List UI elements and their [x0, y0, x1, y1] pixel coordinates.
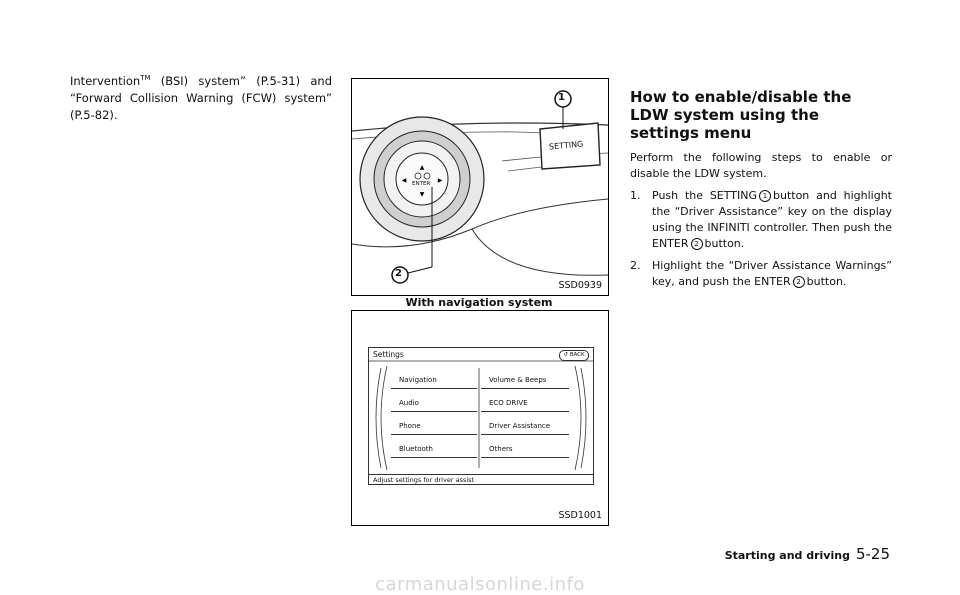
- controller-illustration: ▲ ▼ ◀ ▶: [352, 90, 608, 284]
- trademark-mark: TM: [140, 74, 151, 82]
- page-number: 5-25: [855, 545, 890, 563]
- status-bar: Adjust settings for driver assist: [369, 474, 593, 484]
- callout-1-icon: 1: [759, 190, 771, 202]
- text-intervention: Intervention: [70, 73, 141, 88]
- section-intro: Perform the following steps to enable or…: [630, 151, 892, 180]
- figure-controller: ▲ ▼ ◀ ▶ SETTING ENTER 1 2 SSD0939: [351, 78, 609, 296]
- figure-settings-screen: Settings ↺ BACK Navigation Audio Phone B…: [351, 310, 609, 526]
- svg-text:▲: ▲: [420, 164, 425, 171]
- text-continued: (BSI) system” (P.5-31) and “Forward Coll…: [70, 73, 332, 122]
- step1-part-b: button and highlight the “Driver Assista…: [652, 189, 892, 250]
- menu-item-navigation[interactable]: Navigation: [391, 368, 477, 389]
- menu-item-volume-beeps[interactable]: Volume & Beeps: [481, 368, 569, 389]
- svg-text:◀: ◀: [402, 177, 407, 184]
- step-text: Highlight the “Driver Assistance Warning…: [652, 258, 892, 290]
- svg-text:▶: ▶: [438, 177, 443, 184]
- section-ldw-settings: How to enable/disable the LDW system usi…: [630, 88, 892, 296]
- watermark: carmanualsonline.info: [375, 574, 585, 595]
- figure-caption: With navigation system: [405, 296, 553, 309]
- back-icon: ↺: [563, 352, 568, 358]
- step-number: 2.: [630, 259, 641, 272]
- menu-item-driver-assistance[interactable]: Driver Assistance: [481, 414, 569, 435]
- step1-part-c: button.: [704, 237, 745, 250]
- back-button[interactable]: ↺ BACK: [559, 350, 589, 361]
- screen-title: Settings: [373, 350, 404, 359]
- svg-text:▼: ▼: [420, 191, 425, 198]
- figure-id: SSD0939: [558, 280, 602, 291]
- settings-screen: Settings ↺ BACK Navigation Audio Phone B…: [368, 347, 594, 485]
- step2-part-b: button.: [806, 275, 847, 288]
- menu-frame-lines: [369, 360, 593, 471]
- callout-2-icon: 2: [690, 238, 703, 250]
- step-number: 1.: [630, 189, 641, 202]
- callout-2: 2: [395, 268, 402, 279]
- step1-part-a: Push the SETTING: [652, 189, 757, 202]
- menu-item-others[interactable]: Others: [481, 437, 569, 458]
- step-2: 2. Highlight the “Driver Assistance Warn…: [630, 258, 892, 290]
- section-heading: How to enable/disable the LDW system usi…: [630, 88, 852, 142]
- callout-1: 1: [558, 92, 565, 103]
- step2-part-a: Highlight the “Driver Assistance Warning…: [652, 259, 892, 288]
- page-footer: Starting and driving 5-25: [725, 545, 890, 563]
- intro-paragraph: InterventionTM (BSI) system” (P.5-31) an…: [70, 70, 332, 124]
- menu-item-eco-drive[interactable]: ECO DRIVE: [481, 391, 569, 412]
- figure-id: SSD1001: [558, 510, 602, 521]
- back-label: BACK: [569, 352, 585, 358]
- menu-item-bluetooth[interactable]: Bluetooth: [391, 437, 477, 458]
- footer-section: Starting and driving: [724, 549, 850, 562]
- enter-button-label: ENTER: [412, 181, 431, 187]
- menu-item-audio[interactable]: Audio: [391, 391, 477, 412]
- menu-item-phone[interactable]: Phone: [391, 414, 477, 435]
- callout-2-icon: 2: [792, 276, 805, 288]
